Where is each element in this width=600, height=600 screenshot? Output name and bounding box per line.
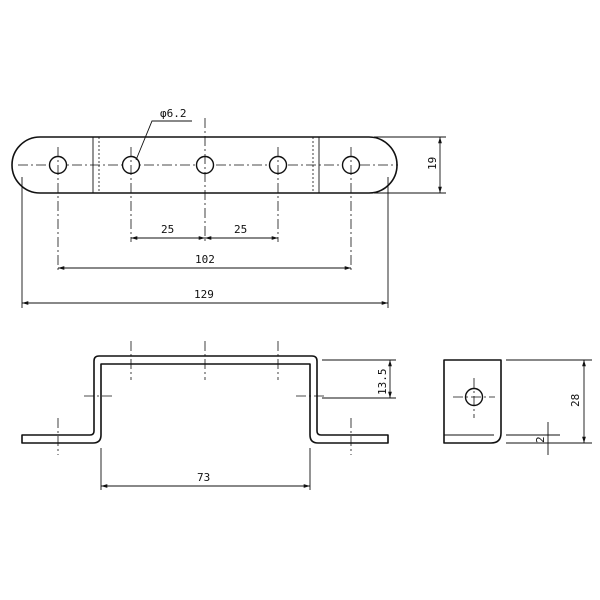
dim-pitch-1-label: 25 (161, 223, 174, 236)
dim-inner-span-label: 73 (197, 471, 210, 484)
dim-side-height-label: 28 (569, 394, 582, 407)
hole-diameter-label: φ6.2 (160, 107, 187, 120)
top-view-outline (11, 136, 398, 194)
dim-hole-span-label: 102 (195, 253, 215, 266)
dim-overall-length-label: 129 (194, 288, 214, 301)
dim-thickness-label: 2 (534, 436, 547, 443)
hole-diameter-leader (135, 120, 192, 161)
dim-height-step-label: 13.5 (376, 369, 389, 396)
side-view-outline (443, 359, 502, 444)
front-view: 73 13.5 (21, 341, 396, 490)
front-view-outline (21, 355, 389, 444)
side-view: 28 2 (443, 359, 592, 455)
dim-width-label: 19 (426, 157, 439, 170)
top-view: φ6.2 25 25 102 129 19 (11, 107, 446, 308)
dim-pitch-2-label: 25 (234, 223, 247, 236)
